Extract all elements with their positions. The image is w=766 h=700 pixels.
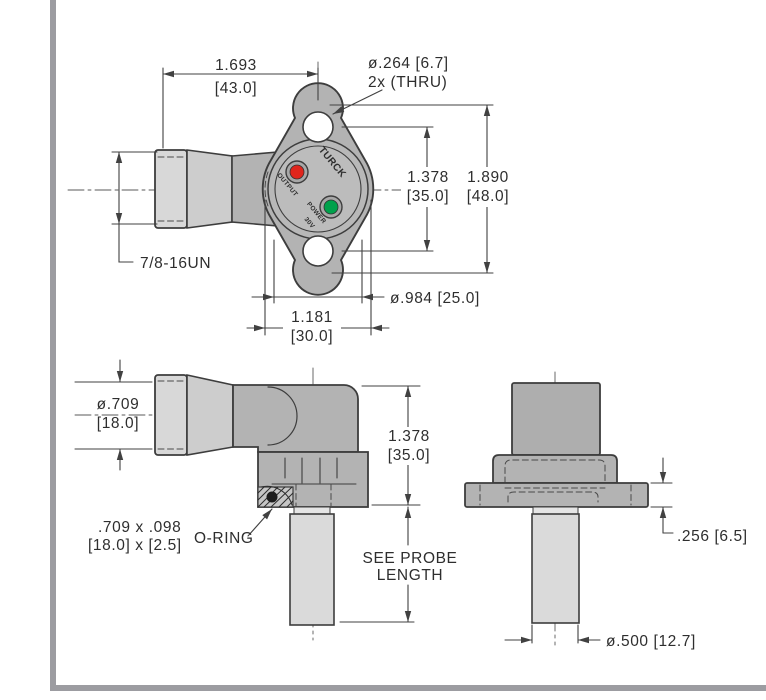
- dim-probe-dia-text: ø.500 [12.7]: [606, 633, 696, 650]
- thread-callout-text: 7/8-16UN: [140, 255, 211, 272]
- oring-size-mm: [18.0] x [2.5]: [88, 537, 182, 554]
- dim-hole-spacing-mm: [35.0]: [407, 188, 449, 205]
- oring-section: [257, 485, 294, 508]
- probe-neck: [532, 506, 579, 515]
- probe-length-note-lines: [339, 506, 415, 623]
- hidden-lines: [479, 484, 632, 506]
- dim-body-height-in: 1.378: [388, 428, 430, 445]
- side-view: ø.709 [18.0] 1.378 [35.0] SEE PROBE LENG…: [74, 359, 458, 641]
- coupling-nut: [154, 374, 188, 456]
- dim-overall-in: 1.890: [467, 169, 509, 186]
- sheet-frame-bottom: [50, 685, 766, 691]
- oring-size-in: .709 x .098: [98, 519, 181, 536]
- dim-face-dia-text: ø.984 [25.0]: [390, 290, 480, 307]
- mounting-hole-bottom: [302, 235, 334, 267]
- oring-callout-leader: [247, 508, 273, 537]
- dim-text-mask: [461, 167, 514, 207]
- dim-flange-width-mm: [30.0]: [291, 328, 333, 345]
- dim-text-mask: [401, 167, 453, 207]
- hidden-lines: [504, 459, 606, 484]
- dim-connector-dia: [74, 359, 153, 471]
- hidden-probe-lines: [295, 483, 332, 508]
- body-top-block: [511, 382, 601, 456]
- power-led: [323, 199, 339, 215]
- output-led: [289, 164, 305, 180]
- dim-flange-width-in: 1.181: [291, 309, 333, 326]
- probe-note-line2: LENGTH: [377, 567, 443, 584]
- probe-shaft: [289, 513, 335, 626]
- thread-ticks: [284, 457, 338, 484]
- dim-flange-thickness-text: .256 [6.5]: [677, 528, 748, 545]
- dim-hole-spacing-in: 1.378: [407, 169, 449, 186]
- mounting-hole-top: [302, 111, 334, 143]
- hole-callout-line2: 2x (THRU): [368, 74, 447, 91]
- dim-connector-dia-mm: [18.0]: [97, 415, 139, 432]
- dim-face-dia: [251, 239, 385, 304]
- probe-neck: [293, 506, 331, 515]
- thread-hidden-lines: [157, 380, 185, 450]
- oring-label: O-RING: [194, 530, 254, 547]
- body-mid-block: [492, 454, 618, 484]
- thread-callout-lines: [111, 151, 158, 263]
- coupling-nut: [154, 149, 188, 229]
- dim-text-mask: [283, 309, 341, 345]
- dim-text-mask: [382, 427, 436, 465]
- connector-taper: [186, 149, 233, 229]
- thread-hidden-lines: [157, 156, 185, 222]
- end-view: .256 [6.5] ø.500 [12.7]: [464, 371, 748, 650]
- hole-callout-line1: ø.264 [6.7]: [368, 55, 449, 72]
- dim-connector-dia-in: ø.709: [97, 396, 140, 413]
- elbow-body: [232, 384, 359, 453]
- dim-width-in: 1.693: [215, 57, 257, 74]
- hidden-face-arc: [264, 171, 269, 207]
- dim-probe-dia: [504, 624, 601, 644]
- front-view: TURCK OUTPUT POWER 30V 1.693 [43.0] ø.26…: [67, 55, 514, 345]
- sheet-frame-left: [50, 0, 56, 691]
- dim-body-height-mm: [35.0]: [388, 447, 430, 464]
- dim-width: [162, 67, 319, 149]
- oring-cross-section: [266, 491, 278, 503]
- hole-callout-leader: [332, 89, 383, 115]
- dim-width-mm: [43.0]: [215, 80, 257, 97]
- dim-overall-mm: [48.0]: [467, 188, 509, 205]
- probe-shaft: [531, 513, 580, 624]
- elbow-bend-arc: [267, 386, 298, 446]
- flange-plate: [464, 482, 649, 508]
- probe-note-line1: SEE PROBE: [363, 550, 458, 567]
- connector-taper: [186, 374, 234, 456]
- dim-flange-thickness: [650, 457, 674, 534]
